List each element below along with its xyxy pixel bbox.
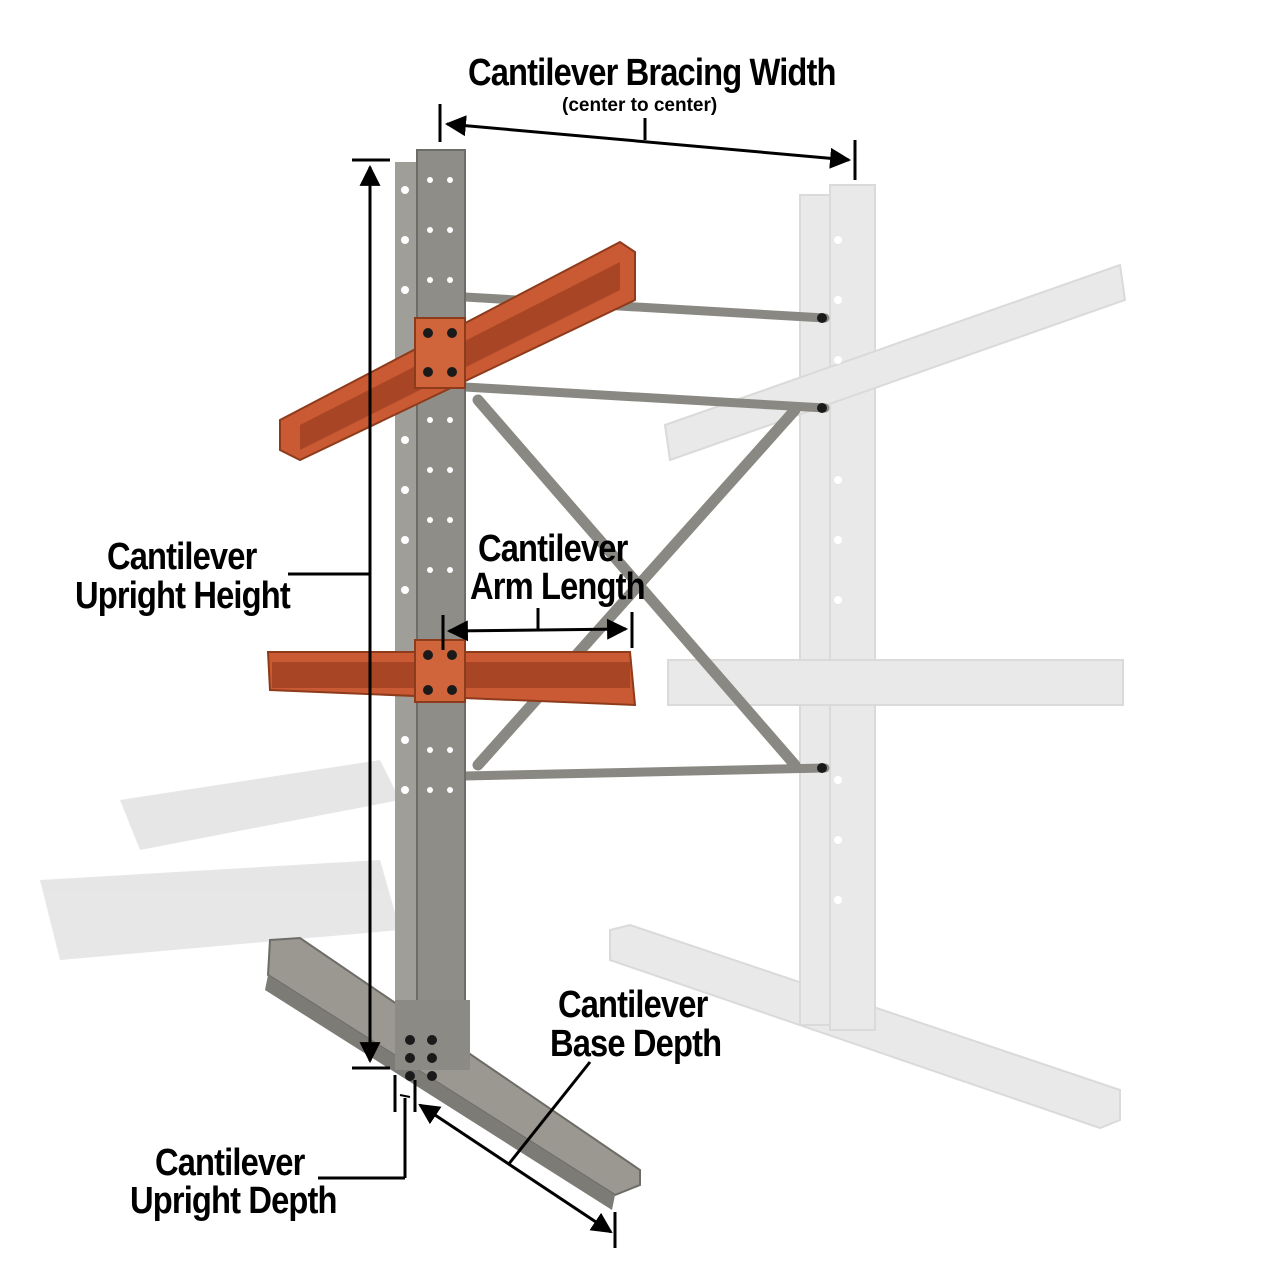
- dimension-base-depth: [418, 1061, 617, 1248]
- brace-bolts: [817, 313, 827, 773]
- base-depth-label-line2: Base Depth: [550, 1023, 722, 1065]
- bracing-width-note: (center to center): [562, 95, 718, 116]
- braces: [460, 292, 830, 781]
- ghost-holes: [834, 236, 842, 904]
- upright-height-label-line2: Upright Height: [75, 575, 291, 617]
- base-bolts: [405, 1035, 437, 1081]
- dimension-bracing-width: [438, 104, 857, 180]
- base-depth-label-line1: Cantilever: [558, 984, 708, 1026]
- dimension-upright-depth: [318, 1075, 417, 1180]
- floor-shadow: [40, 760, 400, 960]
- upright-depth-label-line1: Cantilever: [155, 1142, 305, 1184]
- upright-depth-label-line2: Upright Depth: [130, 1180, 338, 1222]
- arm-length-label-line1: Cantilever: [478, 528, 628, 570]
- ghost-rack: [609, 184, 1127, 1130]
- upright-height-label-line1: Cantilever: [107, 536, 257, 578]
- arm-length-label-line2: Arm Length: [470, 566, 646, 608]
- dimension-upright-height: [288, 158, 390, 1070]
- upright-holes: [401, 177, 453, 794]
- bracing-width-label: Cantilever Bracing Width: [468, 52, 837, 94]
- dimension-arm-length: [441, 608, 634, 650]
